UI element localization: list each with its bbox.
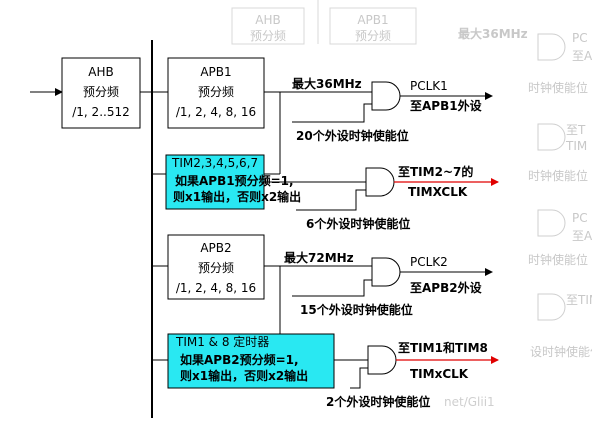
apb2-line1: 预分频: [198, 261, 234, 275]
apb2-line2: /1, 2, 4, 8, 16: [176, 281, 256, 295]
ahb-title: AHB: [88, 65, 113, 79]
ghost-right-7: 至TIM: [566, 293, 592, 307]
apb2-dest-label: 至APB2外设: [410, 280, 483, 295]
tim2-7-line2: 如果APB1预分频=1,: [175, 173, 294, 188]
ghost-right-3a: 至T: [566, 123, 586, 137]
apb2-title: APB2: [200, 241, 231, 255]
tim2-7-line3: 则x1输出，否则x2输出: [173, 189, 301, 204]
ghost-ahb-box: [231, 7, 305, 45]
tim2-7-line1: TIM2,3,4,5,6,7: [171, 156, 258, 170]
tim1-8-enable-label: 2个外设时钟使能位: [326, 394, 430, 409]
ghost-right-3b: TIM: [565, 139, 587, 153]
ghost-gate-1: [537, 33, 566, 61]
ghost-apb1-title: APB1: [357, 13, 388, 27]
tim2-7-dest1: 至TIM2~7的: [398, 164, 473, 179]
ghost-apb1-sub: 预分频: [355, 29, 391, 43]
tim1-8-dest1: 至TIM1和TIM8: [398, 340, 488, 355]
ahb-prescaler: AHB 预分频 /1, 2..512: [61, 57, 141, 129]
tim1-8-enable-wire: [350, 367, 368, 389]
ghost-ahb-sub: 预分频: [250, 29, 286, 43]
ghost-gate-3: [537, 209, 566, 237]
apb1-box: [167, 57, 265, 129]
ghost-gate-4: [537, 293, 566, 321]
tim2-7-box: [165, 154, 265, 210]
apb1-prescaler: APB1 预分频 /1, 2, 4, 8, 16: [167, 57, 265, 129]
apb1-title: APB1: [200, 65, 231, 79]
apb1-line2: /1, 2, 4, 8, 16: [176, 105, 256, 119]
ahb-line1: 预分频: [83, 85, 119, 99]
tim1-8-block: TIM1 & 8 定时器 如果APB2预分频=1, 则x1输出，否则x2输出: [167, 333, 335, 389]
apb2-max-label: 最大72MHz: [284, 250, 354, 265]
apb1-enable-wire: [292, 103, 372, 123]
ghost-right-2: 时钟使能位: [528, 80, 588, 95]
tim1-8-line1: TIM1 & 8 定时器: [175, 334, 269, 349]
apb2-enable-wire: [292, 279, 372, 297]
apb2-enable-label: 15个外设时钟使能位: [300, 302, 413, 317]
ghost-apb1-box: [329, 7, 417, 45]
pclk2-label: PCLK2: [410, 255, 448, 269]
ghost-ahb-title: AHB: [255, 13, 280, 27]
apb2-box: [167, 234, 265, 300]
tim2-7-block: TIM2,3,4,5,6,7 如果APB1预分频=1, 则x1输出，否则x2输出: [165, 154, 301, 210]
ghost-right-6: 时钟使能位: [528, 252, 588, 267]
watermark: net/Glii1: [444, 395, 495, 409]
ghost-background: AHB 预分频 APB1 预分频 最大36MHz PC 至A 时钟使能位 至T …: [231, 0, 592, 359]
apb1-and-gate: [371, 81, 401, 111]
pclk1-label: PCLK1: [410, 79, 448, 93]
ghost-right-4: 时钟使能位: [528, 168, 588, 183]
apb1-line1: 预分频: [198, 85, 234, 99]
tim2-7-dest2: TIMXCLK: [408, 185, 468, 199]
ghost-gate-2: [537, 123, 566, 151]
ghost-right-1a: PC: [572, 31, 588, 45]
apb1-dest-label: 至APB1外设: [410, 98, 483, 113]
apb1-max-label: 最大36MHz: [292, 76, 362, 91]
ghost-right-5b: 至A: [572, 229, 592, 243]
tim2-7-enable-wire: [296, 189, 366, 211]
ghost-right-1b: 至A: [572, 49, 592, 63]
apb2-and-gate: [371, 257, 401, 287]
ghost-right-5a: PC: [572, 211, 588, 225]
ahb-line2: /1, 2..512: [72, 105, 129, 119]
ghost-max-label: 最大36MHz: [458, 26, 528, 41]
tim2-7-and-gate: [365, 167, 395, 197]
tim1-8-box: [167, 333, 335, 389]
ghost-right-8: 设时钟使能位: [530, 344, 592, 359]
tim2-7-enable-label: 6个外设时钟使能位: [306, 216, 410, 231]
apb2-prescaler: APB2 预分频 /1, 2, 4, 8, 16: [167, 234, 265, 300]
tim1-8-and-gate: [367, 345, 397, 375]
tim1-8-line2: 如果APB2预分频=1,: [180, 352, 299, 367]
tim1-8-line3: 则x1输出，否则x2输出: [180, 368, 308, 383]
ahb-box: [61, 57, 141, 129]
apb1-enable-label: 20个外设时钟使能位: [296, 128, 409, 143]
tim1-8-dest2: TIMxCLK: [410, 367, 469, 381]
